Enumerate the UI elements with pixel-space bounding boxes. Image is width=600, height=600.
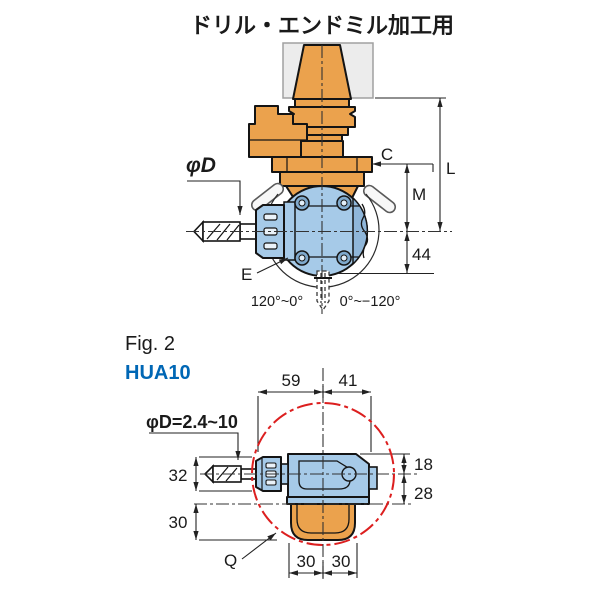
phi-d-label: φD — [186, 154, 216, 177]
fig2-centerlines — [194, 368, 418, 582]
dim-18-label: 18 — [414, 455, 433, 474]
swivel-envelope-circle — [251, 402, 395, 546]
dim-59-label: 59 — [282, 371, 301, 390]
swivel-angle-left-label: 120°~0° — [251, 294, 303, 310]
mount-flange — [286, 496, 370, 505]
fig2-dimensions: 59 41 φD=2.4~10 32 30 18 28 30 30 Q — [146, 371, 433, 578]
fig2-dimensioned-view: Fig. 2 HUA10 — [125, 333, 433, 582]
e-leader — [256, 257, 289, 274]
dim-28-label: 28 — [414, 484, 433, 503]
dim-30-left-label: 30 — [169, 513, 188, 532]
dim-32-label: 32 — [169, 466, 188, 485]
dim-30-bottom-right-label: 30 — [332, 552, 351, 571]
dim-44-label: 44 — [412, 245, 431, 264]
rear-adjuster — [368, 466, 378, 490]
fig2-angle-head-body — [255, 453, 378, 541]
phi-d-range-label: φD=2.4~10 — [146, 412, 238, 432]
right-handle-pin — [362, 184, 397, 214]
page-title: ドリル・エンドミル加工用 — [190, 13, 454, 38]
m-label: M — [412, 185, 426, 204]
phi-d-range-leader — [149, 432, 241, 460]
fig1-centerlines — [186, 45, 452, 314]
phi-d-leader — [187, 180, 243, 215]
anti-rotation-stop-block — [248, 105, 308, 158]
left-handle-pin — [250, 182, 285, 212]
ghost-drill-down — [316, 270, 330, 312]
clamp-handles — [250, 182, 397, 214]
dim-30-bottom-left-label: 30 — [297, 552, 316, 571]
model-number: HUA10 — [125, 362, 191, 384]
c-label: C — [381, 145, 393, 164]
fig1-angle-head-in-spindle: φD C L M 44 E 120°~0° 0°~−120° — [186, 42, 455, 314]
e-label: E — [241, 265, 252, 284]
figure-caption: Fig. 2 — [125, 333, 175, 355]
q-label: Q — [224, 551, 237, 570]
l-label: L — [446, 159, 455, 178]
cover-bolts — [294, 195, 352, 266]
fig1-dimensions: φD C L M 44 E 120°~0° 0°~−120° — [186, 97, 455, 310]
swivel-angle-right-label: 0°~−120° — [340, 294, 401, 310]
q-leader — [241, 532, 277, 560]
dim-41-label: 41 — [339, 371, 358, 390]
